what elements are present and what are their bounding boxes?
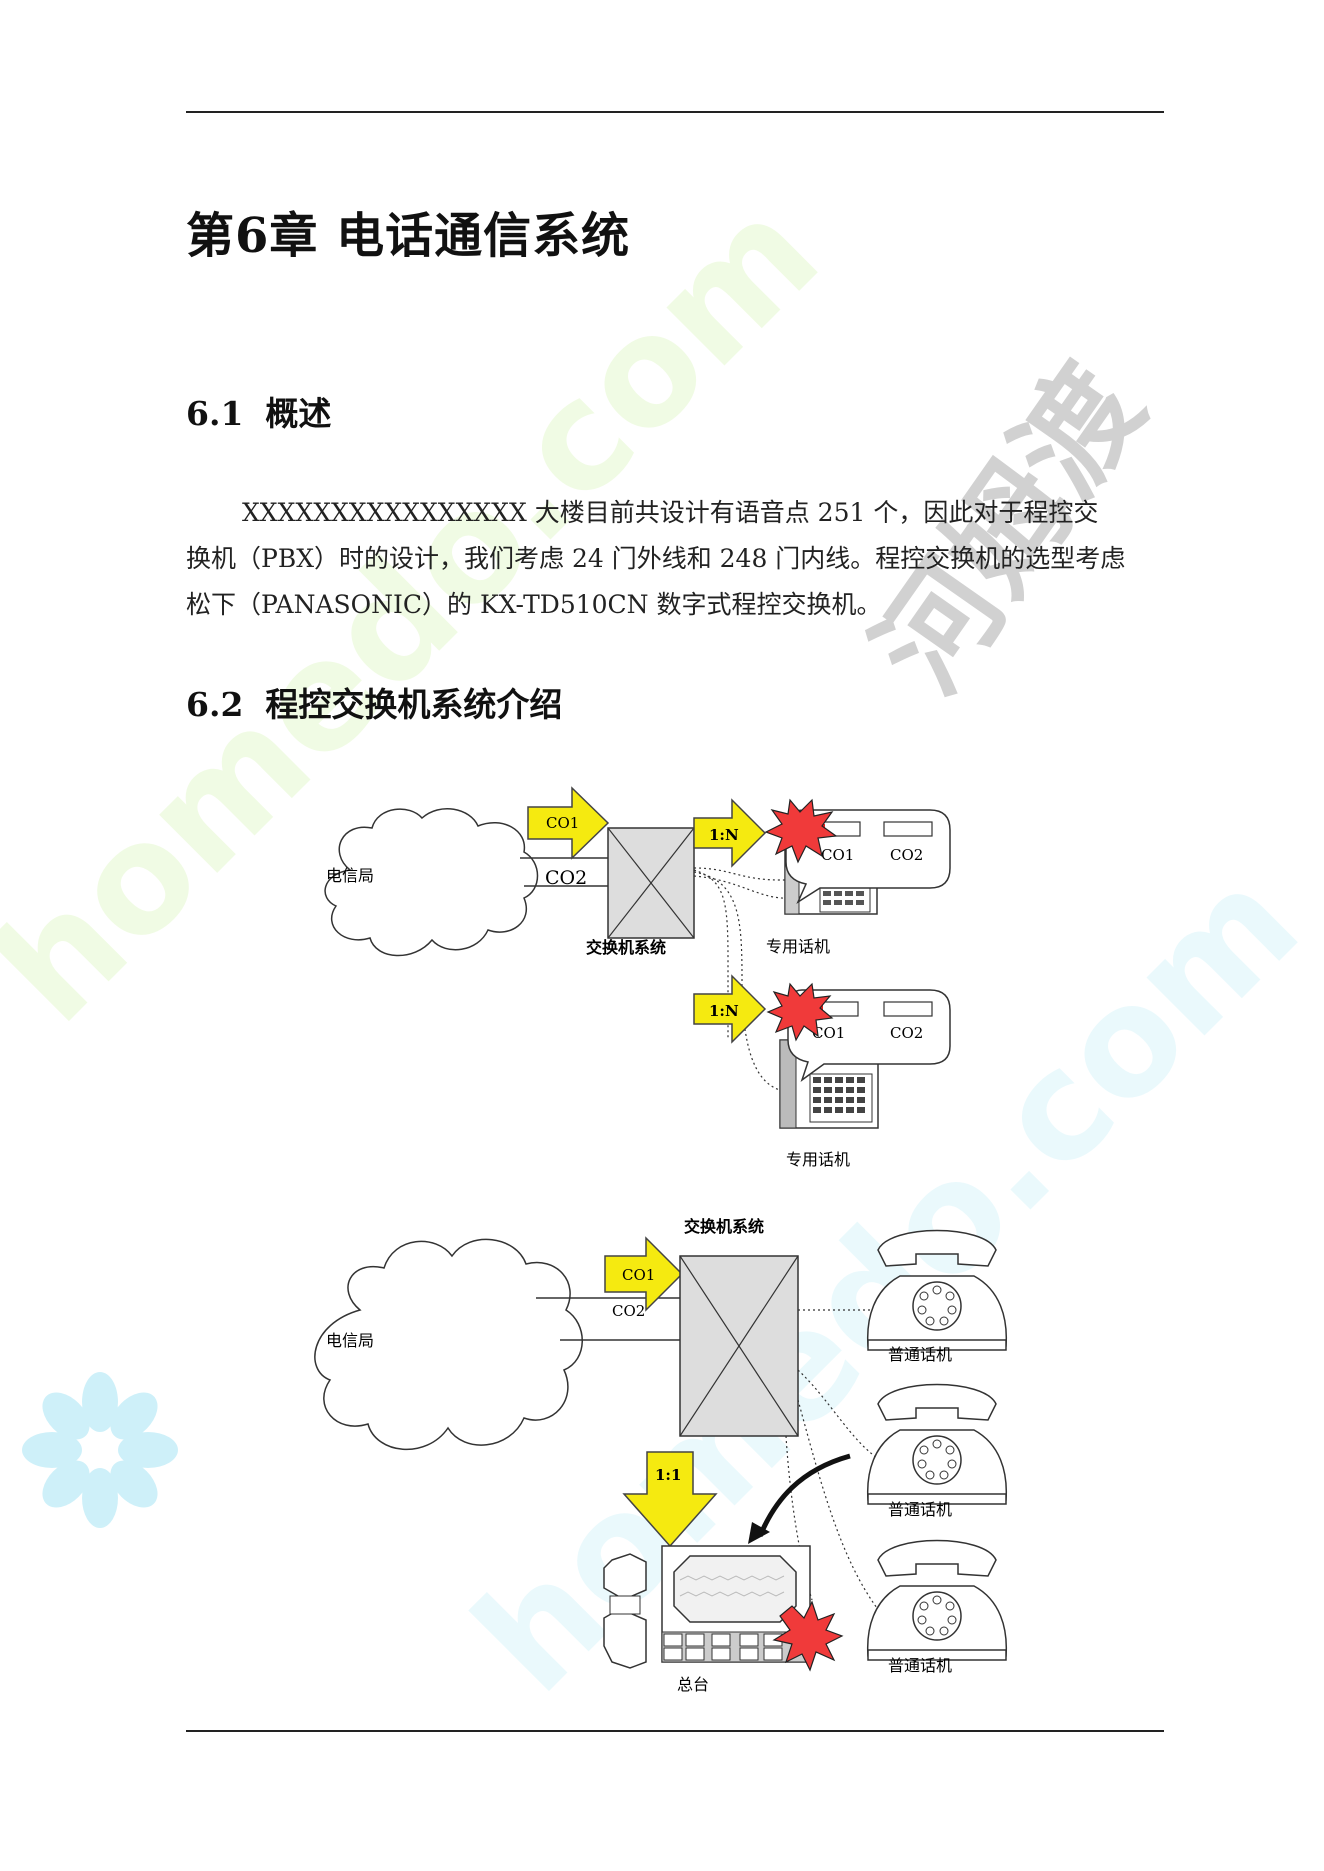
proprietary-phone-top: CO1 CO2 (764, 798, 951, 915)
ratio-label: 1:1 (655, 1466, 681, 1484)
chapter-title: 第6章 电话通信系统 (186, 208, 631, 264)
co2-label: CO2 (545, 867, 587, 889)
section-title: 概述 (265, 394, 332, 433)
paragraph-line: 换机（PBX）时的设计，我们考虑 24 门外线和 248 门内线。程控交换机的选… (186, 544, 1126, 573)
switch-label: 交换机系统 (586, 938, 666, 957)
co1-label: CO1 (546, 814, 579, 832)
phone-bottom-co1-key: CO1 (812, 1024, 845, 1042)
phone-bottom-co2-key: CO2 (890, 1024, 923, 1042)
section-title: 程控交换机系统介绍 (265, 685, 563, 724)
proprietary-phone-bottom: CO1 CO2 (766, 982, 951, 1129)
section-heading-pbx-intro: 6.2 程控交换机系统介绍 (186, 678, 562, 726)
operator-console (603, 1545, 844, 1672)
phone-top-co1-key: CO1 (821, 846, 854, 864)
section-heading-overview: 6.1 概述 (186, 387, 331, 435)
co2-label: CO2 (612, 1302, 645, 1320)
ordinary-phone-3-label: 普通话机 (888, 1656, 952, 1675)
ordinary-phone-1-label: 普通话机 (888, 1345, 952, 1364)
paragraph-line: XXXXXXXXXXXXXXXX 大楼目前共设计有语音点 251 个，因此对于程… (242, 498, 1099, 527)
phone-top-co2-key: CO2 (890, 846, 923, 864)
ratio-arrow (622, 1451, 718, 1548)
section-number: 6.1 (186, 394, 244, 433)
ratio-label-top: 1:N (709, 826, 739, 844)
ringing-burst-icon (764, 798, 838, 864)
phone-bottom-label: 专用话机 (786, 1150, 850, 1169)
co1-arrow (527, 786, 610, 860)
ordinary-phone-1 (866, 1229, 1008, 1351)
ordinary-phone-3 (866, 1539, 1008, 1661)
co1-label: CO1 (622, 1266, 655, 1284)
ordinary-phone-2 (866, 1383, 1008, 1505)
co1-arrow (604, 1236, 684, 1312)
ordinary-phone-2-label: 普通话机 (888, 1500, 952, 1519)
ratio-label-bottom: 1:N (709, 1002, 739, 1020)
telecom-cloud (324, 808, 539, 957)
switch-label: 交换机系统 (684, 1217, 764, 1236)
ringing-burst-icon (766, 982, 834, 1042)
header-rule (186, 111, 1164, 113)
ratio-arrow-bottom (693, 974, 767, 1044)
ratio-arrow-top (693, 798, 767, 868)
console-label: 总台 (677, 1675, 709, 1694)
telecom-label: 电信局 (326, 1331, 374, 1350)
phone-top-label: 专用话机 (766, 937, 830, 956)
ringing-burst-icon (772, 1600, 844, 1672)
telecom-label: 电信局 (326, 866, 374, 885)
footer-rule (186, 1730, 1164, 1732)
section-number: 6.2 (186, 685, 244, 724)
telecom-cloud (314, 1238, 583, 1451)
overview-paragraph: XXXXXXXXXXXXXXXX 大楼目前共设计有语音点 251 个，因此对于程… (186, 490, 1164, 628)
paragraph-line: 松下（PANASONIC）的 KX-TD510CN 数字式程控交换机。 (186, 590, 882, 619)
